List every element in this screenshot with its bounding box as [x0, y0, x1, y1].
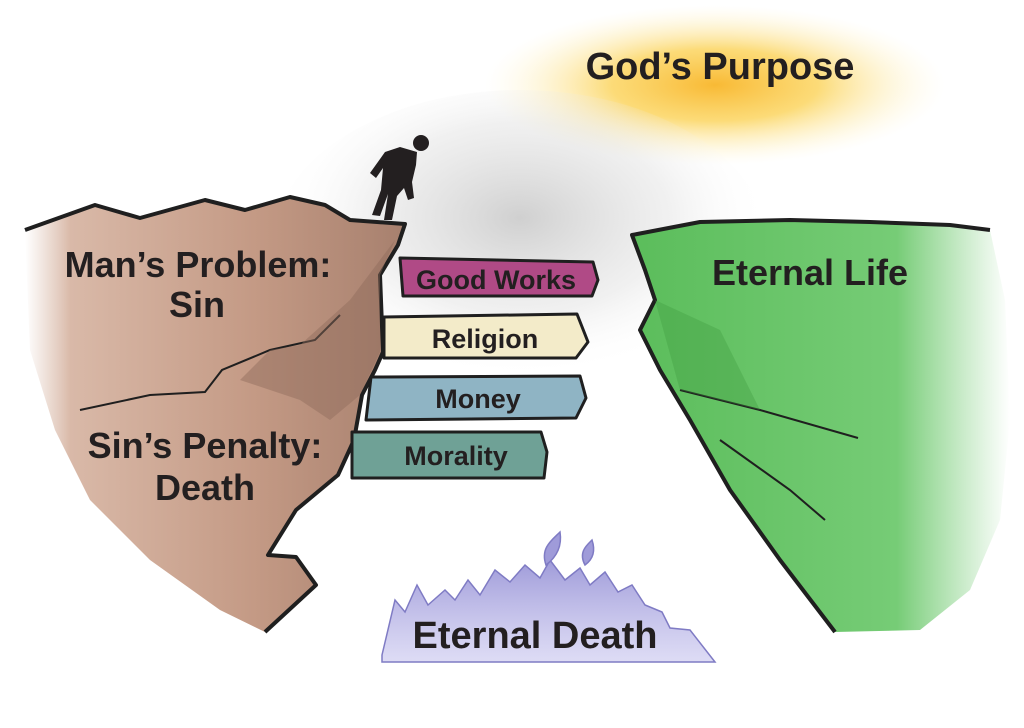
- plank-label: Morality: [404, 441, 508, 471]
- right-cliff-crack-2: [719, 439, 826, 521]
- mans-problem-label: Man’s Problem:: [65, 244, 332, 285]
- mans-problem-sin-label: Sin: [169, 284, 225, 325]
- person-silhouette-icon: [370, 135, 429, 220]
- plank-label: Money: [435, 384, 521, 414]
- left-cliff-crack: [79, 314, 341, 411]
- flame-tip-1: [543, 530, 562, 567]
- right-cliff-outline: [630, 218, 991, 634]
- left-cliff-outline: [24, 195, 407, 634]
- gods-purpose-label: God’s Purpose: [586, 46, 855, 88]
- left-cliff-shade: [240, 240, 395, 420]
- left-cliff: [25, 197, 405, 632]
- plank-label: Good Works: [416, 265, 576, 295]
- plank-money: Money: [364, 374, 588, 422]
- plank-good-works: Good Works: [398, 256, 600, 298]
- eternal-death-label: Eternal Death: [413, 615, 658, 657]
- flame-tip-2: [581, 538, 595, 567]
- sins-penalty-label: Sin’s Penalty:: [88, 425, 323, 466]
- plank-morality: Morality: [350, 430, 549, 480]
- right-cliff: [632, 220, 1010, 632]
- sins-penalty-death-label: Death: [155, 467, 255, 508]
- plank-religion: Religion: [382, 312, 590, 360]
- eternal-life-label: Eternal Life: [712, 252, 908, 293]
- right-cliff-shade: [655, 300, 760, 410]
- plank-label: Religion: [432, 324, 539, 354]
- right-cliff-crack-1: [679, 389, 859, 439]
